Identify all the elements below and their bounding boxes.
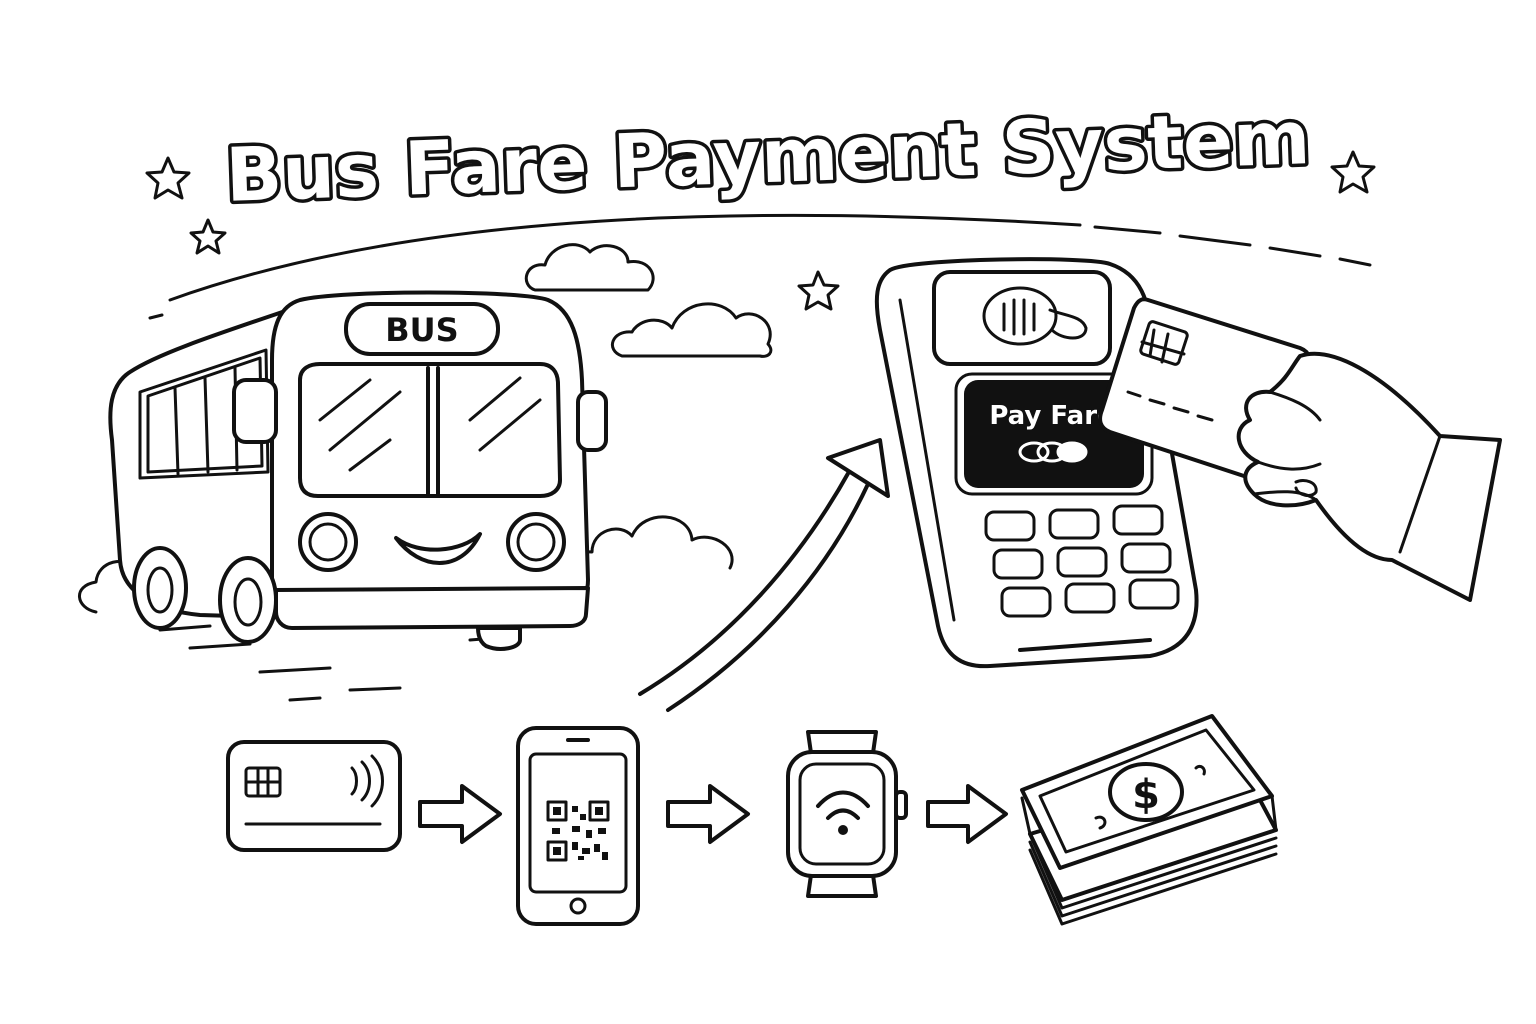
star-icon [1330, 150, 1376, 194]
bus-headlight [298, 512, 358, 572]
cash-stack-icon: $ [1020, 714, 1278, 926]
card-slot [1018, 638, 1152, 652]
terminal-screen-label: Pay Fare [989, 401, 1114, 431]
card-in-hand [1098, 297, 1502, 602]
bus-sign-label: BUS [385, 311, 458, 349]
keypad-key [1112, 504, 1164, 536]
road-lines [158, 624, 522, 702]
flow-arrow-curved [638, 438, 890, 712]
bus-mirror [576, 390, 608, 452]
terminal-tap-area [932, 270, 1112, 366]
keypad-key [1048, 508, 1100, 540]
star-icon [145, 156, 191, 200]
keypad-key [1000, 586, 1052, 618]
dollar-sign: $ [1132, 772, 1160, 818]
contactless-icon [982, 286, 1088, 346]
keypad-key [984, 510, 1036, 542]
bus: BUS [108, 290, 608, 651]
terminal-screen [964, 380, 1144, 488]
star-icon [189, 218, 227, 255]
wifi-icon [816, 790, 870, 835]
keypad-key [992, 548, 1044, 580]
bus-smile [394, 532, 482, 565]
bus-bumper [274, 586, 590, 630]
payment-methods-row: $ [226, 714, 1278, 926]
flow-arrow-right [926, 784, 1008, 844]
keypad-key [1056, 546, 1108, 578]
bus-wheel [132, 546, 188, 630]
flow-arrow-right [418, 784, 502, 844]
cloud-icon [524, 243, 655, 292]
flow-arrow-right [666, 784, 750, 844]
title-text: Bus Fare Payment System [224, 95, 1311, 219]
coins-icon [1018, 441, 1088, 463]
title: Bus Fare Payment System Bus Fare Payment… [221, 92, 1315, 223]
bus-wheel [218, 556, 278, 644]
smartwatch-icon [786, 730, 908, 898]
hand [1236, 351, 1502, 602]
terminal-keypad [984, 504, 1180, 618]
horizon-lines [148, 213, 1372, 320]
keypad-key [1128, 578, 1180, 610]
contactless-card-icon [226, 740, 402, 852]
keypad-key [1120, 542, 1172, 574]
cloud-icon [574, 515, 734, 582]
qr-code-icon [546, 800, 610, 862]
chip-icon [1139, 320, 1189, 366]
star-icon [797, 270, 840, 311]
stars [145, 150, 1376, 311]
bus-destination-sign [344, 302, 500, 356]
phone-qr-code-icon [516, 726, 640, 926]
cloud-icon [610, 302, 773, 358]
bus-mirror [232, 378, 278, 444]
bus-headlight [506, 512, 566, 572]
keypad-key [1064, 582, 1116, 614]
